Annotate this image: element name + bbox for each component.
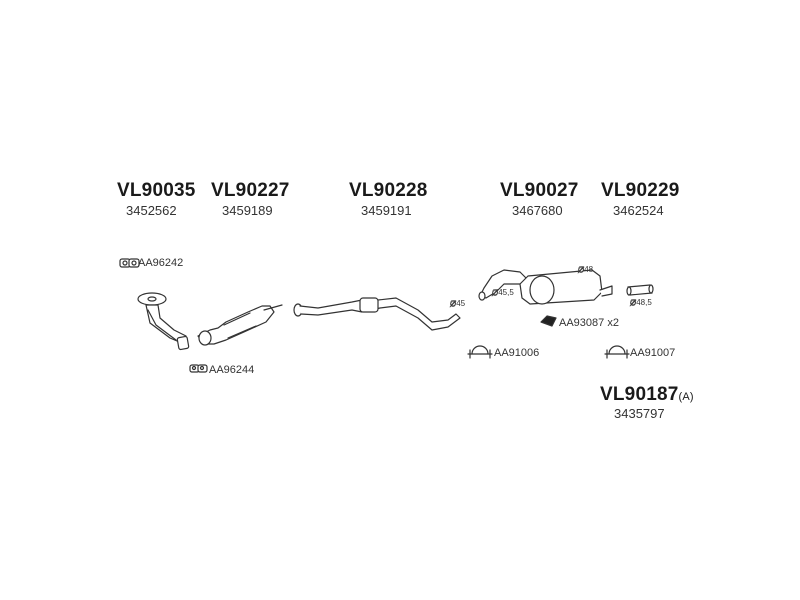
- diameter-label: Ø45,5: [492, 288, 514, 297]
- middle-pipe-part: [293, 297, 461, 331]
- diameter-label: Ø48: [578, 265, 594, 274]
- part-code: VL90035: [117, 180, 196, 201]
- part-reference: 3435797: [614, 406, 665, 421]
- clamp-icon-aa91006: [467, 345, 493, 359]
- part-reference: 3467680: [512, 203, 563, 218]
- part-code: VL90187(A): [600, 384, 694, 406]
- diameter-label: Ø48,5: [630, 298, 652, 307]
- tail-pipe-part: [626, 284, 654, 296]
- gasket-icon-aa96242: [119, 258, 140, 268]
- part-reference: 3462524: [613, 203, 664, 218]
- part-code: VL90229: [601, 180, 680, 201]
- part-code: VL90228: [349, 180, 428, 201]
- part-reference: 3459189: [222, 203, 273, 218]
- diameter-label: Ø45: [450, 299, 466, 308]
- accessory-label: AA91007: [630, 347, 676, 359]
- diameter-markers: [449, 266, 637, 308]
- accessory-label: AA96244: [209, 364, 255, 376]
- front-pipe-part: [137, 292, 190, 351]
- rear-silencer-part: [478, 269, 613, 305]
- accessory-label: AA93087 x2: [559, 317, 619, 329]
- part-code: VL90027: [500, 180, 579, 201]
- front-silencer-part: [197, 304, 283, 346]
- part-code: VL90227: [211, 180, 290, 201]
- gasket-icon-aa96244: [189, 364, 208, 373]
- accessory-label: AA96242: [138, 257, 184, 269]
- accessory-label: AA91006: [494, 347, 540, 359]
- clamp-icon-aa91007: [604, 345, 630, 359]
- part-code-text: VL90187: [600, 384, 679, 405]
- rubber-mount-icon: [540, 315, 557, 327]
- part-code-suffix: (A): [678, 391, 694, 403]
- part-reference: 3452562: [126, 203, 177, 218]
- part-reference: 3459191: [361, 203, 412, 218]
